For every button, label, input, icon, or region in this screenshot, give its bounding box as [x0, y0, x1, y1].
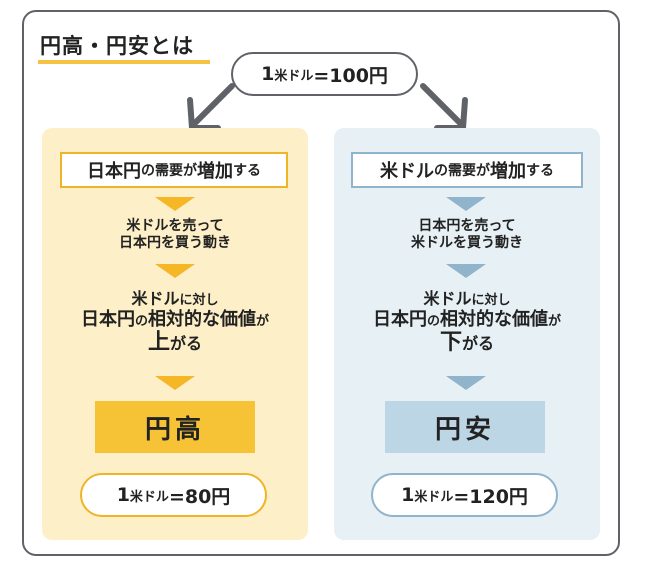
base-rate-suffix: =100円: [313, 64, 388, 87]
left-step-arrow-2-icon: [155, 264, 195, 278]
right-rate-part: 米ドル: [414, 489, 454, 505]
base-rate-pill: 1 米ドル =100円: [231, 52, 418, 96]
left-label-part: 日本円: [87, 161, 141, 182]
right-step2-part: 米ドル: [423, 289, 472, 308]
left-step2-part: 日本円: [80, 308, 135, 330]
right-label-part: 増加: [490, 161, 526, 182]
yen-appreciation-panel: [42, 128, 308, 540]
left-step1-line: 米ドルを売って: [126, 218, 224, 234]
yen-strong-result: 円高: [95, 401, 255, 453]
left-label-part: が: [183, 163, 197, 179]
left-step-arrow-1-icon: [155, 197, 195, 211]
diagram-title: 円高・円安とは: [40, 34, 194, 58]
right-label-part: が: [476, 163, 490, 179]
base-rate-currency: 米ドル: [274, 68, 314, 84]
yen-weak-result: 円安: [385, 401, 545, 453]
title-underline: [38, 60, 210, 64]
left-step2-part: 上: [147, 330, 170, 356]
right-label-part: する: [526, 163, 554, 179]
right-step1-text: 日本円を売って 米ドルを買う動き: [334, 218, 600, 252]
left-step2-part: の: [134, 313, 148, 329]
left-step-arrow-3-icon: [155, 376, 195, 390]
left-rate-part: 米ドル: [129, 489, 169, 505]
right-step2-part: がる: [462, 334, 495, 354]
right-step2-part: 相対的な価値: [440, 308, 548, 330]
right-label-part: 米ドル: [380, 161, 434, 182]
right-step2-part: の: [426, 313, 440, 329]
left-step2-part: に対し: [179, 293, 219, 308]
left-label-part: 増加: [197, 161, 233, 182]
left-rate-part: 1: [116, 484, 130, 506]
right-rate-part: =120円: [453, 485, 528, 508]
right-step1-line: 米ドルを買う動き: [411, 234, 523, 251]
left-step2-part: 相対的な価値: [148, 308, 256, 330]
right-step2-part: 下: [439, 330, 462, 356]
left-step2-part: 米ドル: [131, 289, 180, 308]
right-step-arrow-1-icon: [446, 197, 486, 211]
left-demand-label: 日本円の需要が増加する: [60, 152, 288, 188]
yen-depreciation-panel: [334, 128, 600, 540]
right-step-arrow-2-icon: [446, 264, 486, 278]
right-label-part: 需要: [448, 163, 476, 179]
left-rate-part: =80円: [168, 485, 231, 508]
left-step1-text: 米ドルを売って 日本円を買う動き: [42, 218, 308, 252]
right-step2-text: 米ドルに対し 日本円の相対的な価値が 下がる: [334, 289, 600, 357]
right-step2-part: に対し: [471, 293, 511, 308]
right-step-arrow-3-icon: [446, 376, 486, 390]
right-step2-part: 日本円: [372, 308, 427, 330]
left-label-part: する: [233, 163, 261, 179]
base-rate-prefix: 1: [261, 63, 275, 85]
left-step2-text: 米ドルに対し 日本円の相対的な価値が 上がる: [42, 289, 308, 357]
right-step2-part: が: [548, 313, 562, 329]
left-step1-line: 日本円を買う動き: [119, 234, 231, 251]
right-rate-part: 1: [401, 484, 415, 506]
right-label-part: の: [434, 163, 448, 179]
left-step2-part: が: [256, 313, 270, 329]
right-step1-line: 日本円を売って: [418, 218, 516, 234]
right-demand-label: 米ドルの需要が増加する: [351, 152, 583, 188]
left-label-part: 需要: [155, 163, 183, 179]
left-label-part: の: [141, 163, 155, 179]
left-step2-part: がる: [170, 334, 203, 354]
